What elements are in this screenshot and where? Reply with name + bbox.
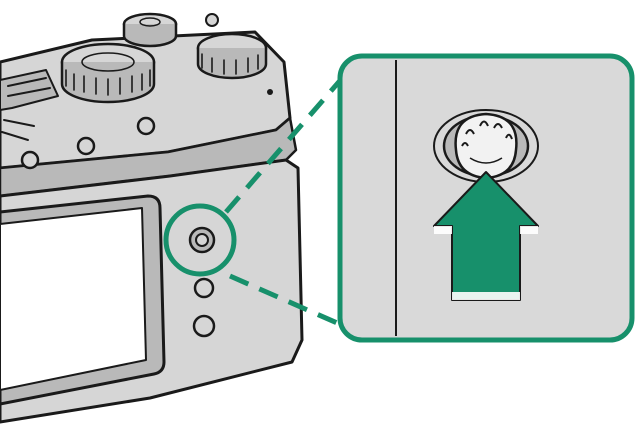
lcd-monitor	[0, 196, 164, 404]
shutter-dial	[62, 44, 154, 102]
zoom-panel	[340, 56, 632, 340]
camera-body-icon	[0, 14, 302, 422]
focus-lever-on-body	[190, 228, 214, 252]
